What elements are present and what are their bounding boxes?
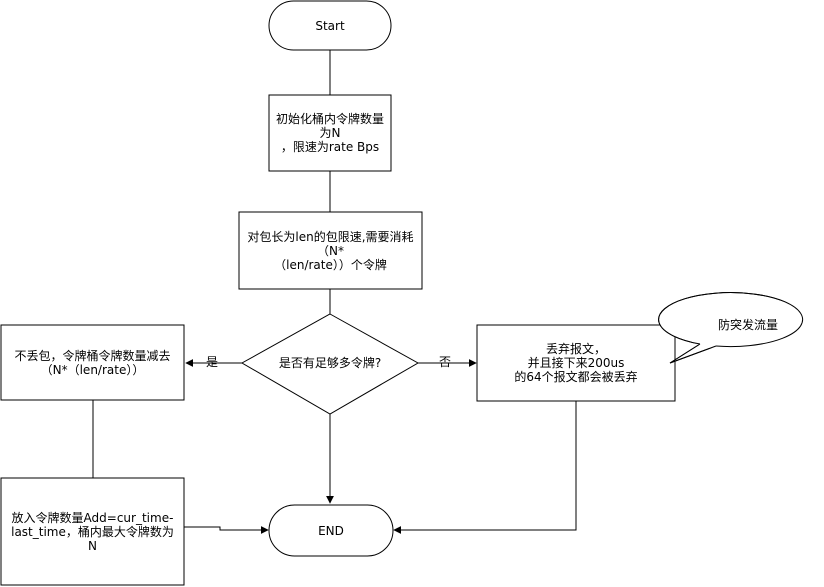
- start-node-text: Start: [315, 18, 345, 33]
- edge-drop-to-end: [393, 401, 577, 534]
- drop-node-line-2: 并且接下来200us: [527, 356, 625, 370]
- refill-node-line-3: N: [88, 538, 97, 553]
- refill-node-line-2: last_time，桶内最大令牌数为: [11, 524, 174, 539]
- edge-yes-label: 是: [206, 355, 219, 369]
- start-node-label: Start: [269, 1, 391, 50]
- note-callout-text: 防突发流量: [717, 318, 778, 332]
- pass-process-shape: [0, 324, 185, 401]
- note-callout-arc: [658, 292, 804, 348]
- refill-process-shape: [0, 477, 185, 586]
- edge-no-label: 否: [439, 355, 452, 369]
- edge-refill-to-end: [184, 526, 269, 534]
- consume-node-line-1: 对包长为len的包限速,需要消耗（N*: [247, 229, 414, 258]
- drop-process-shape: [476, 324, 676, 402]
- consume-node-line-2: （len/rate））个令牌: [274, 257, 387, 272]
- drop-node-label: 丢弃报文， 并且接下来200us 的64个报文都会被丢弃: [479, 327, 673, 399]
- note-callout-outline: [669, 343, 717, 364]
- refill-node-line-1: 放入令牌数量Add=cur_time-: [11, 510, 174, 525]
- consume-process-shape: [238, 211, 423, 290]
- end-terminator-shape: [268, 504, 394, 557]
- note-callout-label: 防突发流量: [686, 310, 810, 340]
- end-node-text: END: [318, 523, 344, 538]
- drop-node-line-3: 的64个报文都会被丢弃: [514, 370, 638, 384]
- decision-diamond-shape: [240, 313, 420, 415]
- pass-node-line-2: （N*（len/rate））: [40, 362, 145, 377]
- consume-node-label: 对包长为len的包限速,需要消耗（N* （len/rate））个令牌: [241, 214, 420, 287]
- decision-node-text: 是否有足够多令牌?: [278, 356, 382, 370]
- init-process-shape: [268, 94, 392, 172]
- pass-node-line-1: 不丢包，令牌桶令牌数量减去: [14, 348, 171, 363]
- drop-node-line-1: 丢弃报文，: [545, 342, 606, 356]
- init-node-line-2: ，限速为rate Bps: [280, 140, 380, 154]
- end-node-label: END: [269, 505, 393, 556]
- note-callout-body: [676, 298, 820, 352]
- init-node-line-1: 初始化桶内令牌数量为N: [275, 112, 384, 140]
- init-node-label: 初始化桶内令牌数量为N ，限速为rate Bps: [271, 97, 389, 169]
- decision-node-label: 是否有足够多令牌?: [262, 350, 398, 376]
- pass-node-label: 不丢包，令牌桶令牌数量减去 （N*（len/rate））: [3, 327, 182, 398]
- start-terminator-shape: [268, 0, 392, 51]
- refill-node-label: 放入令牌数量Add=cur_time- last_time，桶内最大令牌数为 N: [3, 480, 182, 583]
